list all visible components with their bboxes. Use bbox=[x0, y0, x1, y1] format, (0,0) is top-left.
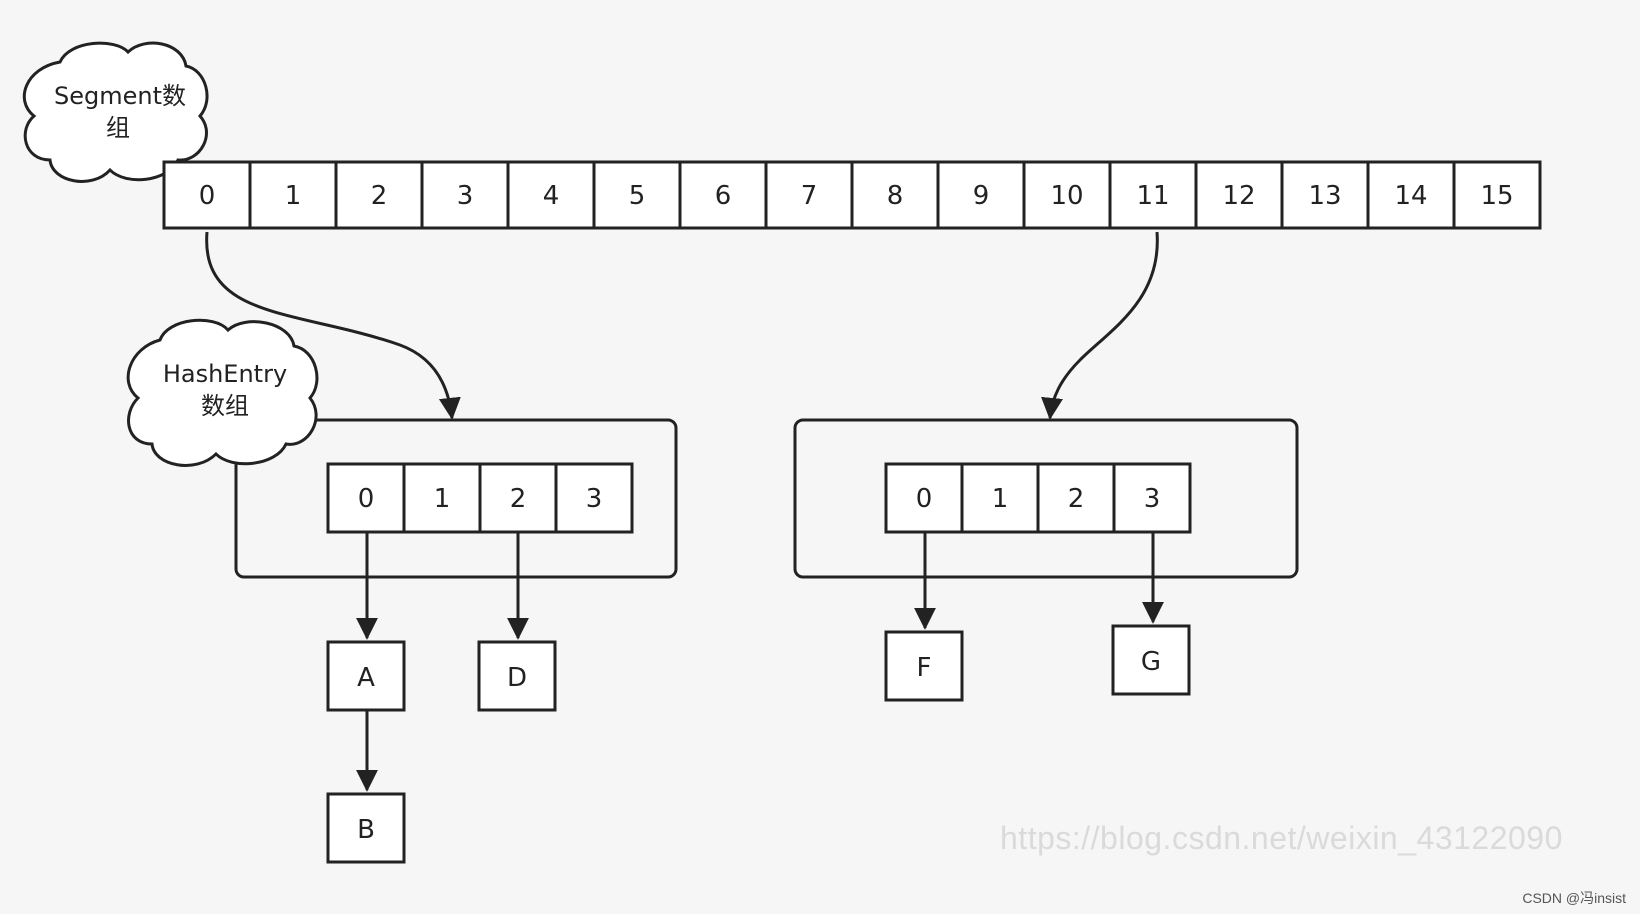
segment-cell-label-13: 13 bbox=[1308, 181, 1341, 211]
arrow-segment0-to-left bbox=[205, 231, 461, 420]
hashentry-table-left: 0 1 2 3 bbox=[326, 462, 634, 534]
node-B: B bbox=[326, 792, 406, 864]
segment-cloud: Segment数 组 bbox=[22, 41, 209, 183]
segment-cell-12: 12 bbox=[1194, 160, 1284, 230]
segment-cell-4: 4 bbox=[506, 160, 596, 230]
left-table-cell-label-3: 3 bbox=[586, 484, 603, 514]
right-table-cell-3: 3 bbox=[1112, 462, 1192, 534]
left-table-cell-2: 2 bbox=[478, 462, 558, 534]
segment-cell-label-4: 4 bbox=[543, 181, 560, 211]
right-table-cell-label-0: 0 bbox=[916, 484, 933, 514]
segment-cell-11: 11 bbox=[1108, 160, 1198, 230]
node-A-label: A bbox=[357, 663, 375, 693]
segment-cell-label-2: 2 bbox=[371, 181, 388, 211]
segment-cell-label-7: 7 bbox=[801, 181, 818, 211]
segment-cell-label-8: 8 bbox=[887, 181, 904, 211]
hashentry-container-left bbox=[234, 418, 678, 579]
segment-cell-5: 5 bbox=[592, 160, 682, 230]
hashentry-container-right bbox=[793, 418, 1299, 579]
left-table-cell-label-1: 1 bbox=[434, 484, 451, 514]
segment-cell-label-15: 15 bbox=[1480, 181, 1513, 211]
segment-cell-label-3: 3 bbox=[457, 181, 474, 211]
watermark-url: https://blog.csdn.net/weixin_43122090 bbox=[1000, 820, 1563, 856]
left-table-cell-3: 3 bbox=[554, 462, 634, 534]
segment-cell-3: 3 bbox=[420, 160, 510, 230]
segment-cloud-shape bbox=[22, 41, 209, 183]
arrow-segment11-to-right bbox=[1041, 231, 1159, 420]
hashentry-table-right: 0 1 2 3 bbox=[884, 462, 1192, 534]
left-table-cell-label-2: 2 bbox=[510, 484, 527, 514]
hashentry-cloud-shape bbox=[126, 318, 319, 467]
segment-cell-10: 10 bbox=[1022, 160, 1112, 230]
segment-cell-label-12: 12 bbox=[1222, 181, 1255, 211]
segment-cell-label-0: 0 bbox=[199, 181, 216, 211]
hashentry-cloud-label-line1: HashEntry bbox=[163, 360, 287, 388]
segment-cell-label-6: 6 bbox=[715, 181, 732, 211]
segment-cell-9: 9 bbox=[936, 160, 1026, 230]
footer-credit: CSDN @冯insist bbox=[1522, 890, 1626, 906]
segment-cell-0: 0 bbox=[162, 160, 252, 230]
segment-cell-label-5: 5 bbox=[629, 181, 646, 211]
segment-cloud-label-line1: Segment数 bbox=[54, 82, 186, 110]
hashentry-cloud-label-line2: 数组 bbox=[201, 392, 249, 420]
segment-cell-8: 8 bbox=[850, 160, 940, 230]
hashentry-cloud: HashEntry 数组 bbox=[126, 318, 319, 467]
node-D: D bbox=[477, 640, 557, 712]
segment-cell-6: 6 bbox=[678, 160, 768, 230]
node-G-label: G bbox=[1141, 647, 1161, 677]
right-table-cell-1: 1 bbox=[960, 462, 1040, 534]
node-F-label: F bbox=[917, 653, 932, 683]
segment-cell-14: 14 bbox=[1366, 160, 1456, 230]
segment-cell-label-1: 1 bbox=[285, 181, 302, 211]
left-table-cell-label-0: 0 bbox=[358, 484, 375, 514]
segment-cell-15: 15 bbox=[1452, 160, 1542, 230]
segment-cell-label-11: 11 bbox=[1136, 181, 1169, 211]
right-table-cell-2: 2 bbox=[1036, 462, 1116, 534]
segment-cell-label-14: 14 bbox=[1394, 181, 1427, 211]
node-F: F bbox=[884, 630, 964, 702]
segment-cloud-label-line2: 组 bbox=[106, 114, 130, 142]
right-table-cell-0: 0 bbox=[884, 462, 964, 534]
segment-cell-2: 2 bbox=[334, 160, 424, 230]
node-A: A bbox=[326, 640, 406, 712]
node-B-label: B bbox=[357, 815, 375, 845]
right-table-cell-label-1: 1 bbox=[992, 484, 1009, 514]
segment-cell-7: 7 bbox=[764, 160, 854, 230]
right-table-cell-label-3: 3 bbox=[1144, 484, 1161, 514]
right-table-cell-label-2: 2 bbox=[1068, 484, 1085, 514]
segment-cell-label-10: 10 bbox=[1050, 181, 1083, 211]
segment-cell-1: 1 bbox=[248, 160, 338, 230]
segment-cell-label-9: 9 bbox=[973, 181, 990, 211]
node-G: G bbox=[1111, 624, 1191, 696]
left-table-cell-1: 1 bbox=[402, 462, 482, 534]
left-table-cell-0: 0 bbox=[326, 462, 406, 534]
node-D-label: D bbox=[507, 663, 527, 693]
segment-cell-13: 13 bbox=[1280, 160, 1370, 230]
